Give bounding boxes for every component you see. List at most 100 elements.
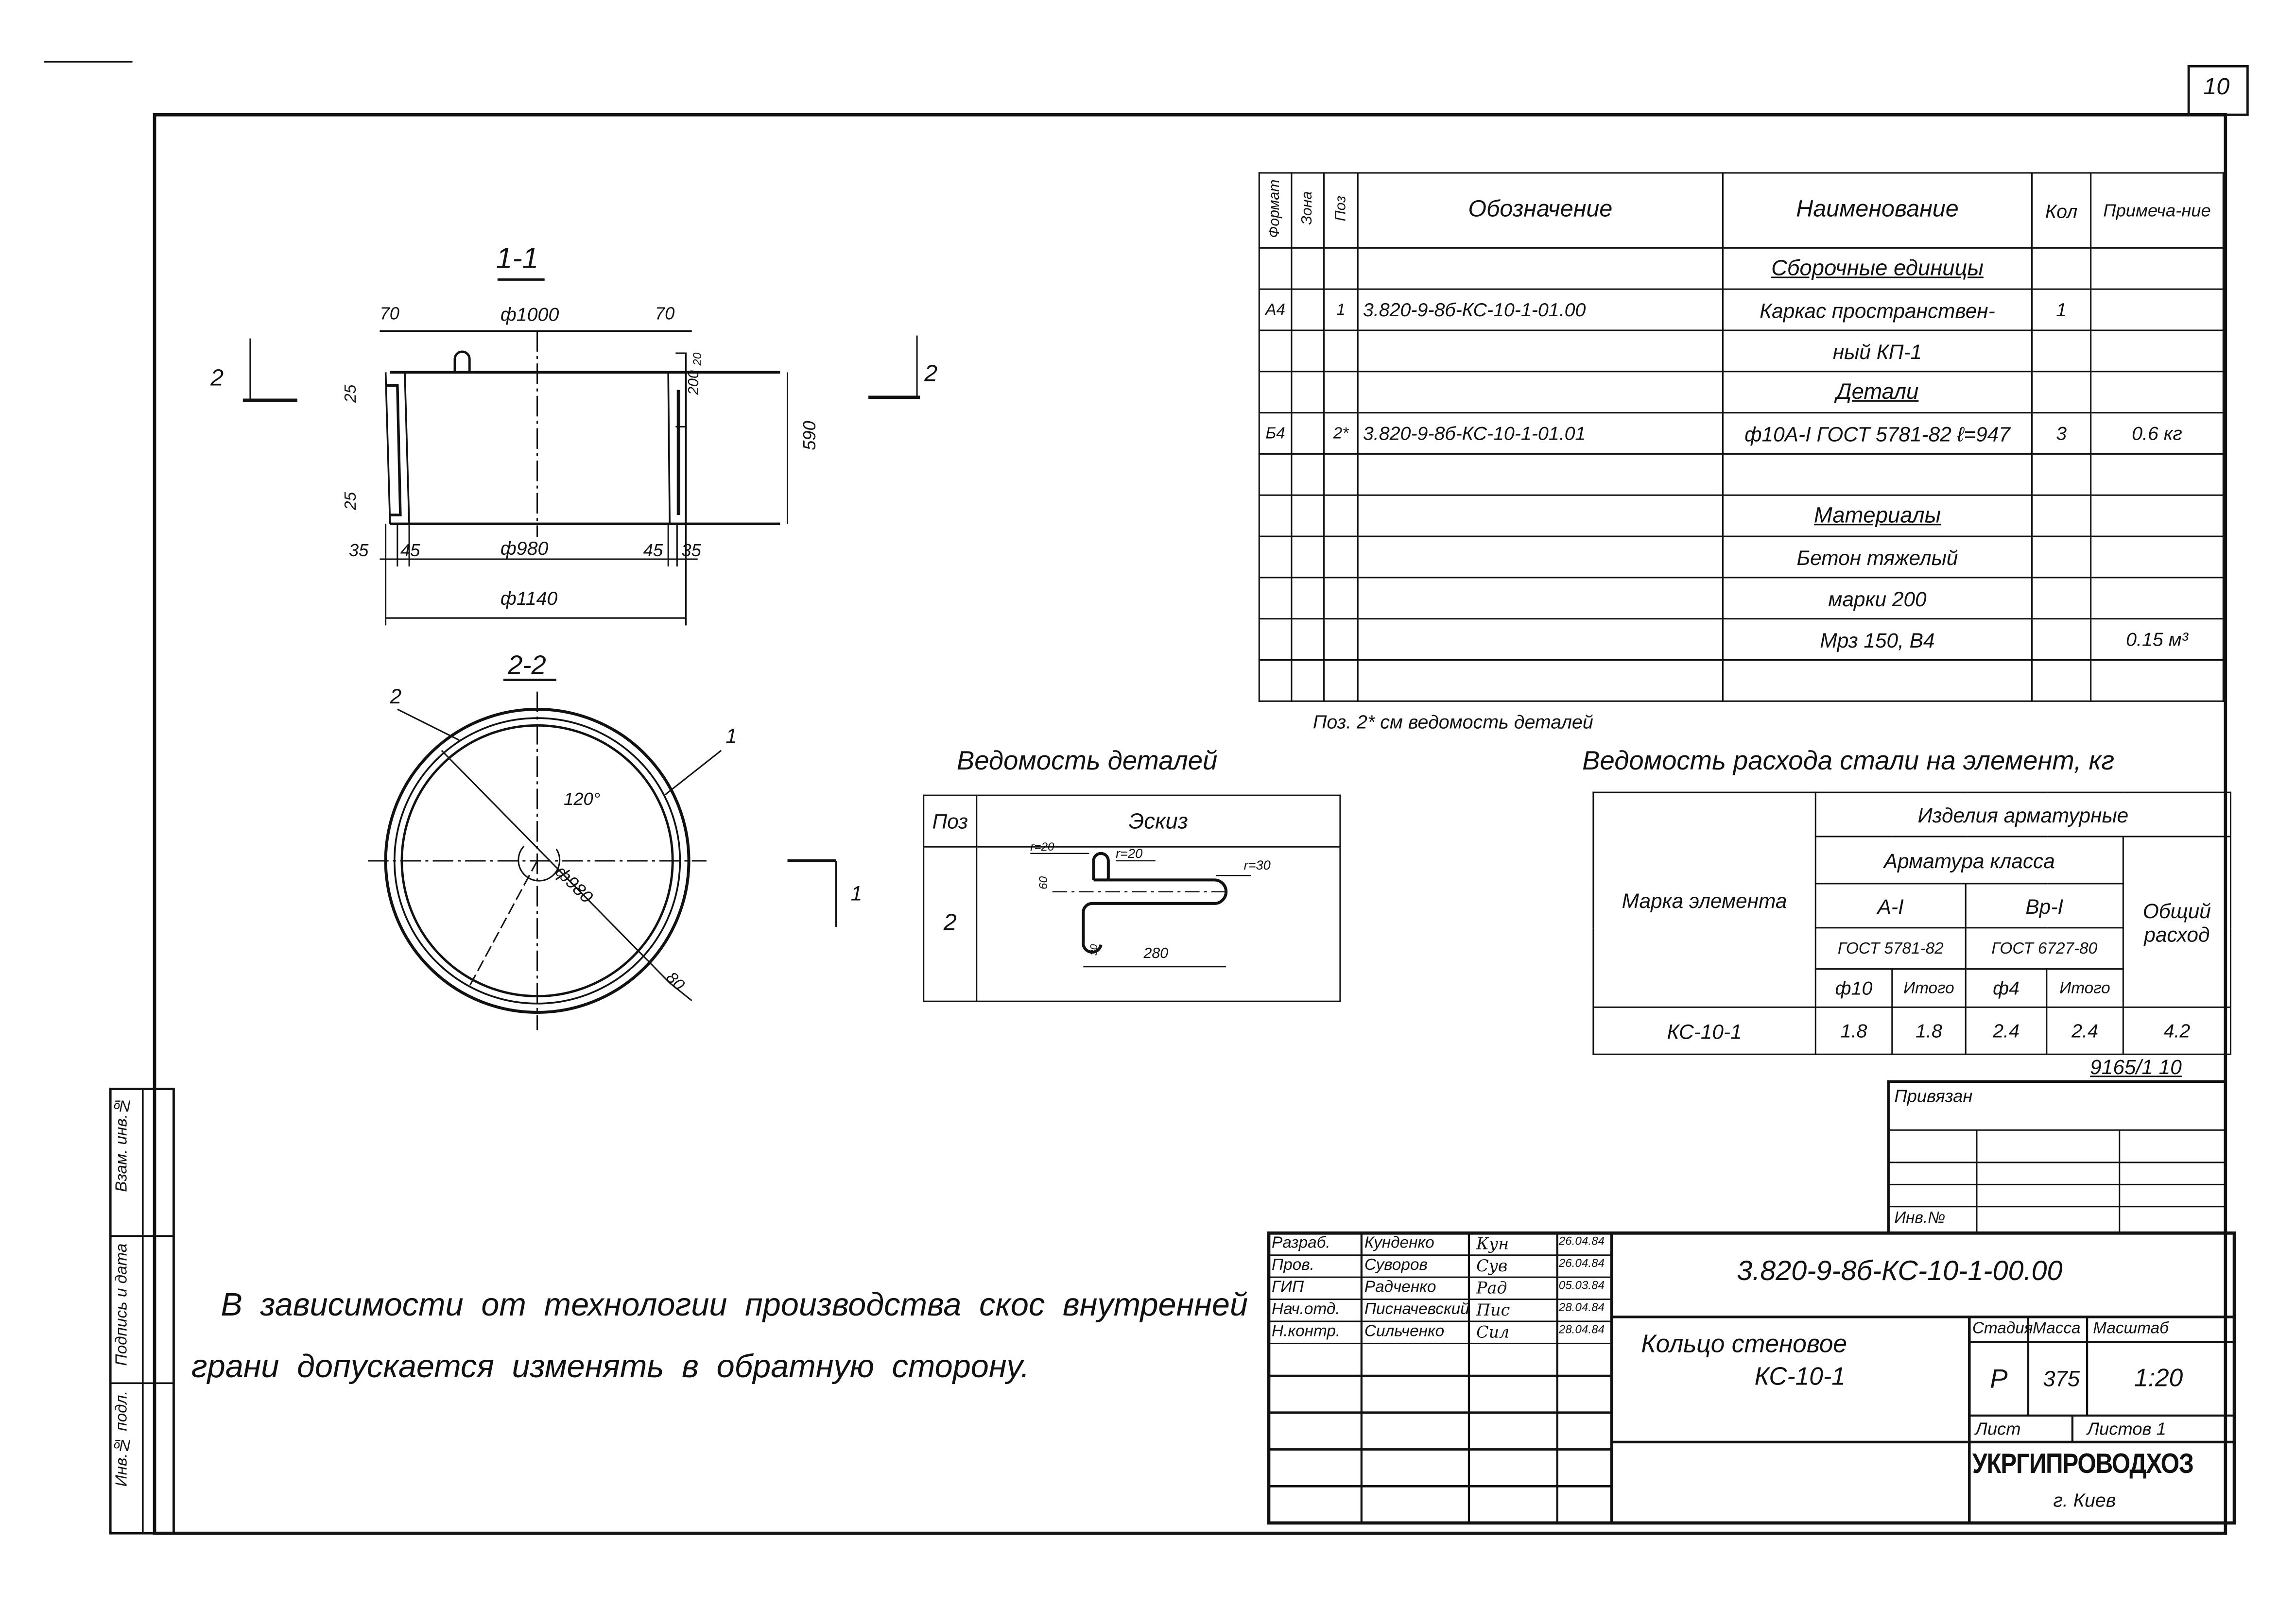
title-block-role: Н.контр. xyxy=(1272,1323,1341,1341)
spec-row: марки 200 xyxy=(1258,577,2224,620)
details-sketch-cell xyxy=(976,846,1341,1002)
spec-cell-qty xyxy=(2031,371,2092,414)
spec-cell-pos xyxy=(1323,329,1359,373)
spec-cell-format: Б4 xyxy=(1258,412,1293,455)
steel-h-gost2: ГОСТ 6727-80 xyxy=(1965,927,2124,970)
details-col-sketch: Эскиз xyxy=(976,794,1341,848)
steel-d4: 2.4 xyxy=(1965,1006,2048,1055)
steel-h-total: Общий расход xyxy=(2122,836,2231,1008)
details-col-pos: Поз xyxy=(923,794,978,848)
spec-cell-zone xyxy=(1291,412,1325,455)
spec-cell-pos xyxy=(1323,618,1359,661)
cut-label-right: 2 xyxy=(924,362,938,387)
steel-h-mark: Марка элемента xyxy=(1592,791,1816,1008)
spec-cell-designation: 3.820-9-8б-КС-10-1-01.01 xyxy=(1357,412,1724,455)
binding-inv: Инв.№ xyxy=(1894,1209,1946,1228)
steel-row: КС-10-1 1.8 1.8 2.4 2.4 4.2 xyxy=(1592,1006,2231,1055)
spec-cell-format: А4 xyxy=(1258,288,1293,331)
spec-cell-format xyxy=(1258,371,1293,414)
spec-header-row: Формат Зона Поз Обозначение Наименование… xyxy=(1258,172,2224,249)
spec-cell-name: ный КП-1 xyxy=(1722,329,2033,373)
spec-cell-name xyxy=(1722,659,2033,702)
col-qty: Кол xyxy=(2031,172,2092,249)
spec-cell-format xyxy=(1258,329,1293,373)
spec-cell-note: 0.6 кг xyxy=(2090,412,2224,455)
sheet-label: Лист xyxy=(1975,1418,2021,1439)
spec-cell-zone xyxy=(1291,577,1325,620)
spec-cell-note xyxy=(2090,494,2224,537)
spec-cell-qty xyxy=(2031,247,2092,290)
spec-row: ный КП-1 xyxy=(1258,329,2224,373)
spec-cell-format xyxy=(1258,618,1293,661)
spec-footnote: Поз. 2* см ведомость деталей xyxy=(1312,711,1593,733)
spec-cell-designation xyxy=(1357,329,1724,373)
spec-cell-note xyxy=(2090,288,2224,331)
title-block-sign: Сил xyxy=(1476,1323,1510,1342)
stage-value: Р xyxy=(1990,1364,2008,1394)
title-block-role: Нач.отд. xyxy=(1272,1300,1340,1318)
dim-d1140: ф1140 xyxy=(500,587,558,610)
spec-cell-designation xyxy=(1357,618,1724,661)
spec-cell-pos xyxy=(1323,535,1359,579)
spec-cell-note xyxy=(2090,371,2224,414)
binding-title: Привязан xyxy=(1894,1086,1973,1107)
title-block-name: Писначевский xyxy=(1364,1300,1469,1318)
dim-left-35: 35 xyxy=(348,540,369,561)
spec-cell-pos xyxy=(1323,494,1359,537)
dim-right-45: 45 xyxy=(643,540,663,561)
spec-cell-qty xyxy=(2031,659,2092,702)
spec-cell-name: Каркас пространствен- xyxy=(1722,288,2033,331)
sheets-label: Листов 1 xyxy=(2087,1418,2166,1439)
steel-h-d4: ф4 xyxy=(1965,968,2048,1008)
spec-cell-name: Детали xyxy=(1722,371,2033,414)
spec-cell-qty xyxy=(2031,618,2092,661)
spec-cell-designation xyxy=(1357,371,1724,414)
steel-sum1: 1.8 xyxy=(1891,1006,1967,1055)
spec-cell-format xyxy=(1258,577,1293,620)
spec-cell-qty xyxy=(2031,494,2092,537)
title-block-name: Радченко xyxy=(1364,1279,1436,1297)
scale-header: Масштаб xyxy=(2093,1320,2169,1338)
spec-cell-designation xyxy=(1357,247,1724,290)
dim-wall-left: 70 xyxy=(380,303,399,324)
spec-cell-name: Бетон тяжелый xyxy=(1722,535,2033,579)
spec-row: Бетон тяжелый xyxy=(1258,535,2224,579)
spec-cell-qty xyxy=(2031,577,2092,620)
detail-r20: r=20 xyxy=(1115,846,1143,861)
steel-h-gost1: ГОСТ 5781-82 xyxy=(1814,927,1967,970)
specification-table: Формат Зона Поз Обозначение Наименование… xyxy=(1258,172,2224,702)
title-block-date: 26.04.84 xyxy=(1558,1234,1605,1248)
spec-cell-zone xyxy=(1291,494,1325,537)
title-block-name: Кунденко xyxy=(1364,1234,1434,1252)
spec-cell-name: Сборочные единицы xyxy=(1722,247,2033,290)
cut-label-1: 1 xyxy=(850,881,863,905)
spec-cell-note xyxy=(2090,577,2224,620)
organization-logo: УКРГИПРОВОДХОЗ xyxy=(1972,1449,2194,1481)
title-block-role: Пров. xyxy=(1272,1256,1314,1275)
spec-cell-note xyxy=(2090,453,2224,496)
title-block-role: Разраб. xyxy=(1272,1234,1330,1252)
spec-cell-note: 0.15 м³ xyxy=(2090,618,2224,661)
doc-reference: 9165/1 10 xyxy=(2090,1055,2182,1079)
note-line-1: В зависимости от технологии производства… xyxy=(221,1286,1248,1323)
dim-wall-right: 70 xyxy=(655,303,675,324)
drawing-name-line2: КС-10-1 xyxy=(1754,1362,1846,1391)
spec-cell-name: ф10А-I ГОСТ 5781-82 ℓ=947 xyxy=(1722,412,2033,455)
title-block-sign: Кун xyxy=(1476,1234,1509,1254)
dim-d1000: ф1000 xyxy=(500,303,559,325)
spec-cell-qty: 3 xyxy=(2031,412,2092,455)
spec-cell-note xyxy=(2090,659,2224,702)
spec-cell-zone xyxy=(1291,329,1325,373)
spec-cell-zone xyxy=(1291,371,1325,414)
drawing-code: 3.820-9-8б-КС-10-1-00.00 xyxy=(1737,1256,2063,1288)
spec-cell-pos xyxy=(1323,453,1359,496)
spec-cell-designation: 3.820-9-8б-КС-10-1-01.00 xyxy=(1357,288,1724,331)
spec-cell-format xyxy=(1258,659,1293,702)
details-table: Поз Эскиз 2 xyxy=(923,794,1341,1002)
note-line-2: грани допускается изменять в обратную ст… xyxy=(191,1348,1030,1385)
